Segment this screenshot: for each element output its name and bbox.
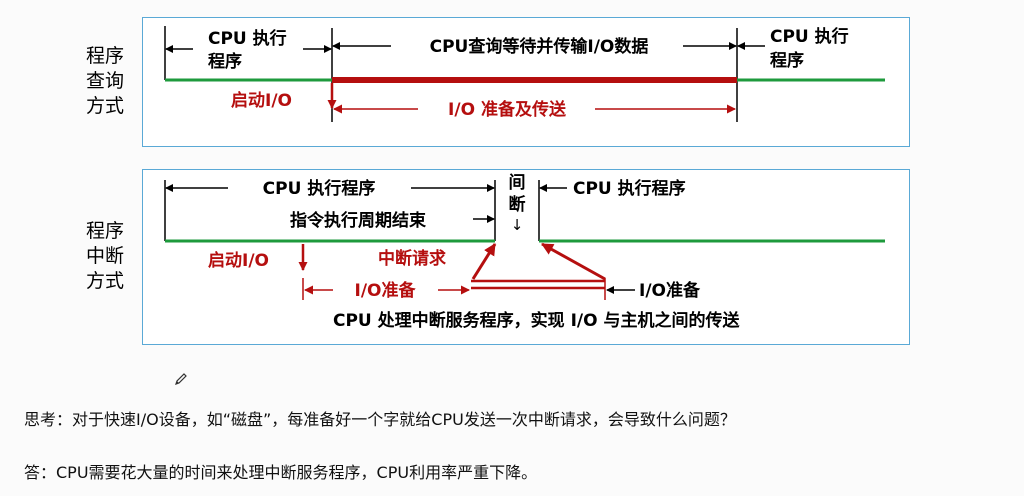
polling-cpu-exec-right-2: 程序 — [770, 50, 804, 71]
pencil-icon — [173, 371, 189, 391]
interrupt-io-prepare-label: I/O准备 — [355, 280, 417, 301]
polling-wait-transfer-label: CPU查询等待并传输I/O数据 — [430, 36, 649, 57]
interrupt-int-label-1: 间 — [509, 172, 526, 193]
polling-diagram: CPU 执行 程序 CPU查询等待并传输I/O数据 CPU 执行 程序 启动I/… — [164, 26, 885, 122]
polling-io-prepare-transfer-label: I/O 准备及传送 — [448, 99, 567, 120]
polling-cpu-exec-right-1: CPU 执行 — [770, 26, 849, 47]
interrupt-int-label-2: 断 — [509, 194, 526, 215]
polling-cpu-exec-left-2: 程序 — [208, 51, 242, 72]
interrupt-side-label-2: 中断 — [86, 245, 125, 267]
question-text: 思考：对于快速I/O设备，如“磁盘”，每准备好一个字就给CPU发送一次中断请求，… — [24, 410, 736, 429]
polling-side-label-2: 查询 — [86, 70, 125, 92]
polling-side-label-1: 程序 — [86, 45, 125, 67]
polling-side-label-3: 方式 — [86, 95, 125, 117]
interrupt-return-arrow — [541, 242, 606, 281]
polling-side-label: 程序 查询 方式 — [86, 44, 124, 119]
interrupt-int-down-arrow: ↓ — [511, 216, 524, 234]
interrupt-side-label-3: 方式 — [86, 270, 125, 292]
interrupt-side-label: 程序 中断 方式 — [86, 219, 124, 294]
interrupt-service-caption: CPU 处理中断服务程序，实现 I/O 与主机之间的传送 — [333, 310, 740, 331]
interrupt-cpu-exec-right-label: CPU 执行程序 — [573, 178, 686, 199]
interrupt-request-label: 中断请求 — [378, 248, 446, 269]
interrupt-side-label-1: 程序 — [86, 220, 125, 242]
polling-diagram-panel: CPU 执行 程序 CPU查询等待并传输I/O数据 CPU 执行 程序 启动I/… — [142, 17, 910, 147]
interrupt-diagram-panel: CPU 执行程序 间 断 ↓ CPU 执行程序 指令执行周期结束 启动I/O 中… — [142, 169, 910, 345]
interrupt-diagram: CPU 执行程序 间 断 ↓ CPU 执行程序 指令执行周期结束 启动I/O 中… — [164, 172, 885, 331]
interrupt-cpu-exec-left-label: CPU 执行程序 — [263, 178, 376, 199]
answer-text: 答：CPU需要花大量的时间来处理中断服务程序，CPU利用率严重下降。 — [24, 463, 538, 482]
interrupt-request-arrow — [471, 243, 497, 280]
interrupt-cycle-end-label: 指令执行周期结束 — [290, 210, 426, 231]
polling-start-io-label: 启动I/O — [231, 90, 292, 111]
polling-cpu-exec-left-1: CPU 执行 — [208, 28, 287, 49]
interrupt-start-io-label: 启动I/O — [208, 250, 269, 271]
interrupt-io-prepare-right-label: I/O准备 — [639, 280, 701, 301]
